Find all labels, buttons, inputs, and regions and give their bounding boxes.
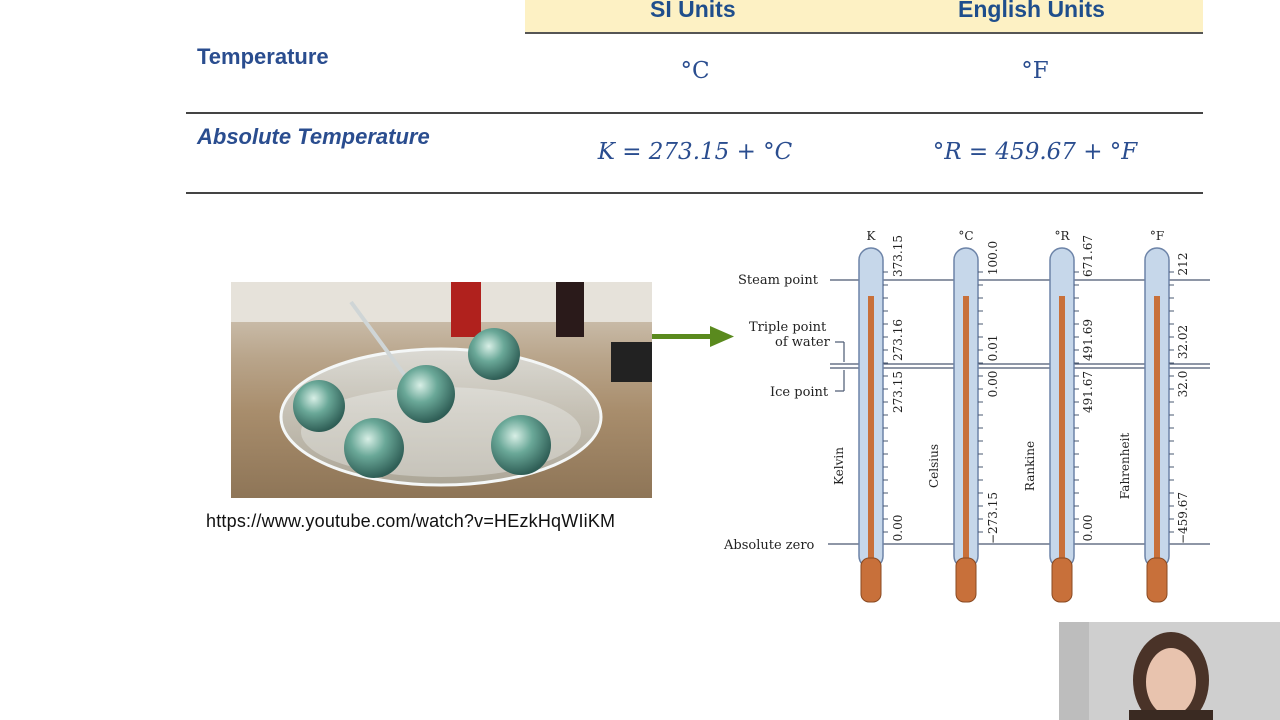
thermometer-celsius	[953, 247, 979, 603]
value-kelvin-triple: 273.16	[891, 319, 905, 361]
value-rankine-triple: 491.69	[1081, 319, 1095, 361]
value-fahrenheit-steam: 212	[1176, 253, 1190, 276]
label-ice-point: Ice point	[770, 385, 829, 400]
cell-absolute-si: K = 273.15 + °C	[597, 139, 793, 165]
value-rankine-zero: 0.00	[1081, 515, 1095, 542]
cell-temperature-si: °C	[680, 58, 710, 84]
value-rankine-ice: 491.67	[1081, 371, 1095, 413]
value-fahrenheit-triple: 32.02	[1176, 325, 1190, 359]
symbol-fahrenheit: °F	[1150, 229, 1164, 243]
thermometer-kelvin	[858, 247, 884, 603]
youtube-link[interactable]: https://www.youtube.com/watch?v=HEzkHqWI…	[206, 511, 616, 531]
arrow-icon	[652, 326, 734, 347]
name-rankine: Rankine	[1023, 441, 1037, 491]
symbol-celsius: °C	[958, 229, 973, 243]
ice-marbles-photo	[231, 282, 652, 498]
cell-absolute-english: °R = 459.67 + °F	[932, 139, 1138, 165]
label-steam-point: Steam point	[738, 273, 819, 288]
value-celsius-triple: 0.01	[986, 335, 1000, 362]
label-triple-point: Triple point	[749, 320, 827, 335]
name-celsius: Celsius	[927, 444, 941, 488]
value-celsius-ice: 0.00	[986, 371, 1000, 398]
table-header-band	[525, 0, 1203, 32]
value-kelvin-zero: 0.00	[891, 515, 905, 542]
value-celsius-steam: 100.0	[986, 241, 1000, 275]
header-english-units: English Units	[958, 0, 1105, 22]
value-rankine-steam: 671.67	[1081, 235, 1095, 277]
table-bottom-rule	[186, 192, 1203, 194]
row-label-temperature: Temperature	[197, 44, 329, 69]
value-kelvin-ice: 273.15	[891, 371, 905, 413]
table-header-rule	[525, 32, 1203, 34]
value-fahrenheit-ice: 32.0	[1176, 371, 1190, 398]
cell-temperature-english: °F	[1021, 58, 1049, 84]
header-si-units: SI Units	[650, 0, 736, 22]
thermometer-figure: Steam point Triple point of water Ice po…	[723, 229, 1210, 603]
table-row-divider	[186, 112, 1203, 114]
name-fahrenheit: Fahrenheit	[1118, 433, 1132, 500]
label-absolute-zero: Absolute zero	[723, 538, 815, 553]
label-of-water: of water	[775, 335, 831, 350]
presenter-webcam	[1059, 622, 1280, 720]
value-celsius-zero: −273.15	[986, 492, 1000, 544]
symbol-kelvin: K	[867, 229, 877, 243]
thermometer-rankine	[1049, 247, 1075, 603]
name-kelvin: Kelvin	[832, 447, 846, 485]
value-kelvin-steam: 373.15	[891, 235, 905, 277]
row-label-absolute-temperature: Absolute Temperature	[197, 124, 430, 149]
value-fahrenheit-zero: −459.67	[1176, 492, 1190, 544]
symbol-rankine: °R	[1054, 229, 1070, 243]
thermometer-fahrenheit	[1144, 247, 1170, 603]
